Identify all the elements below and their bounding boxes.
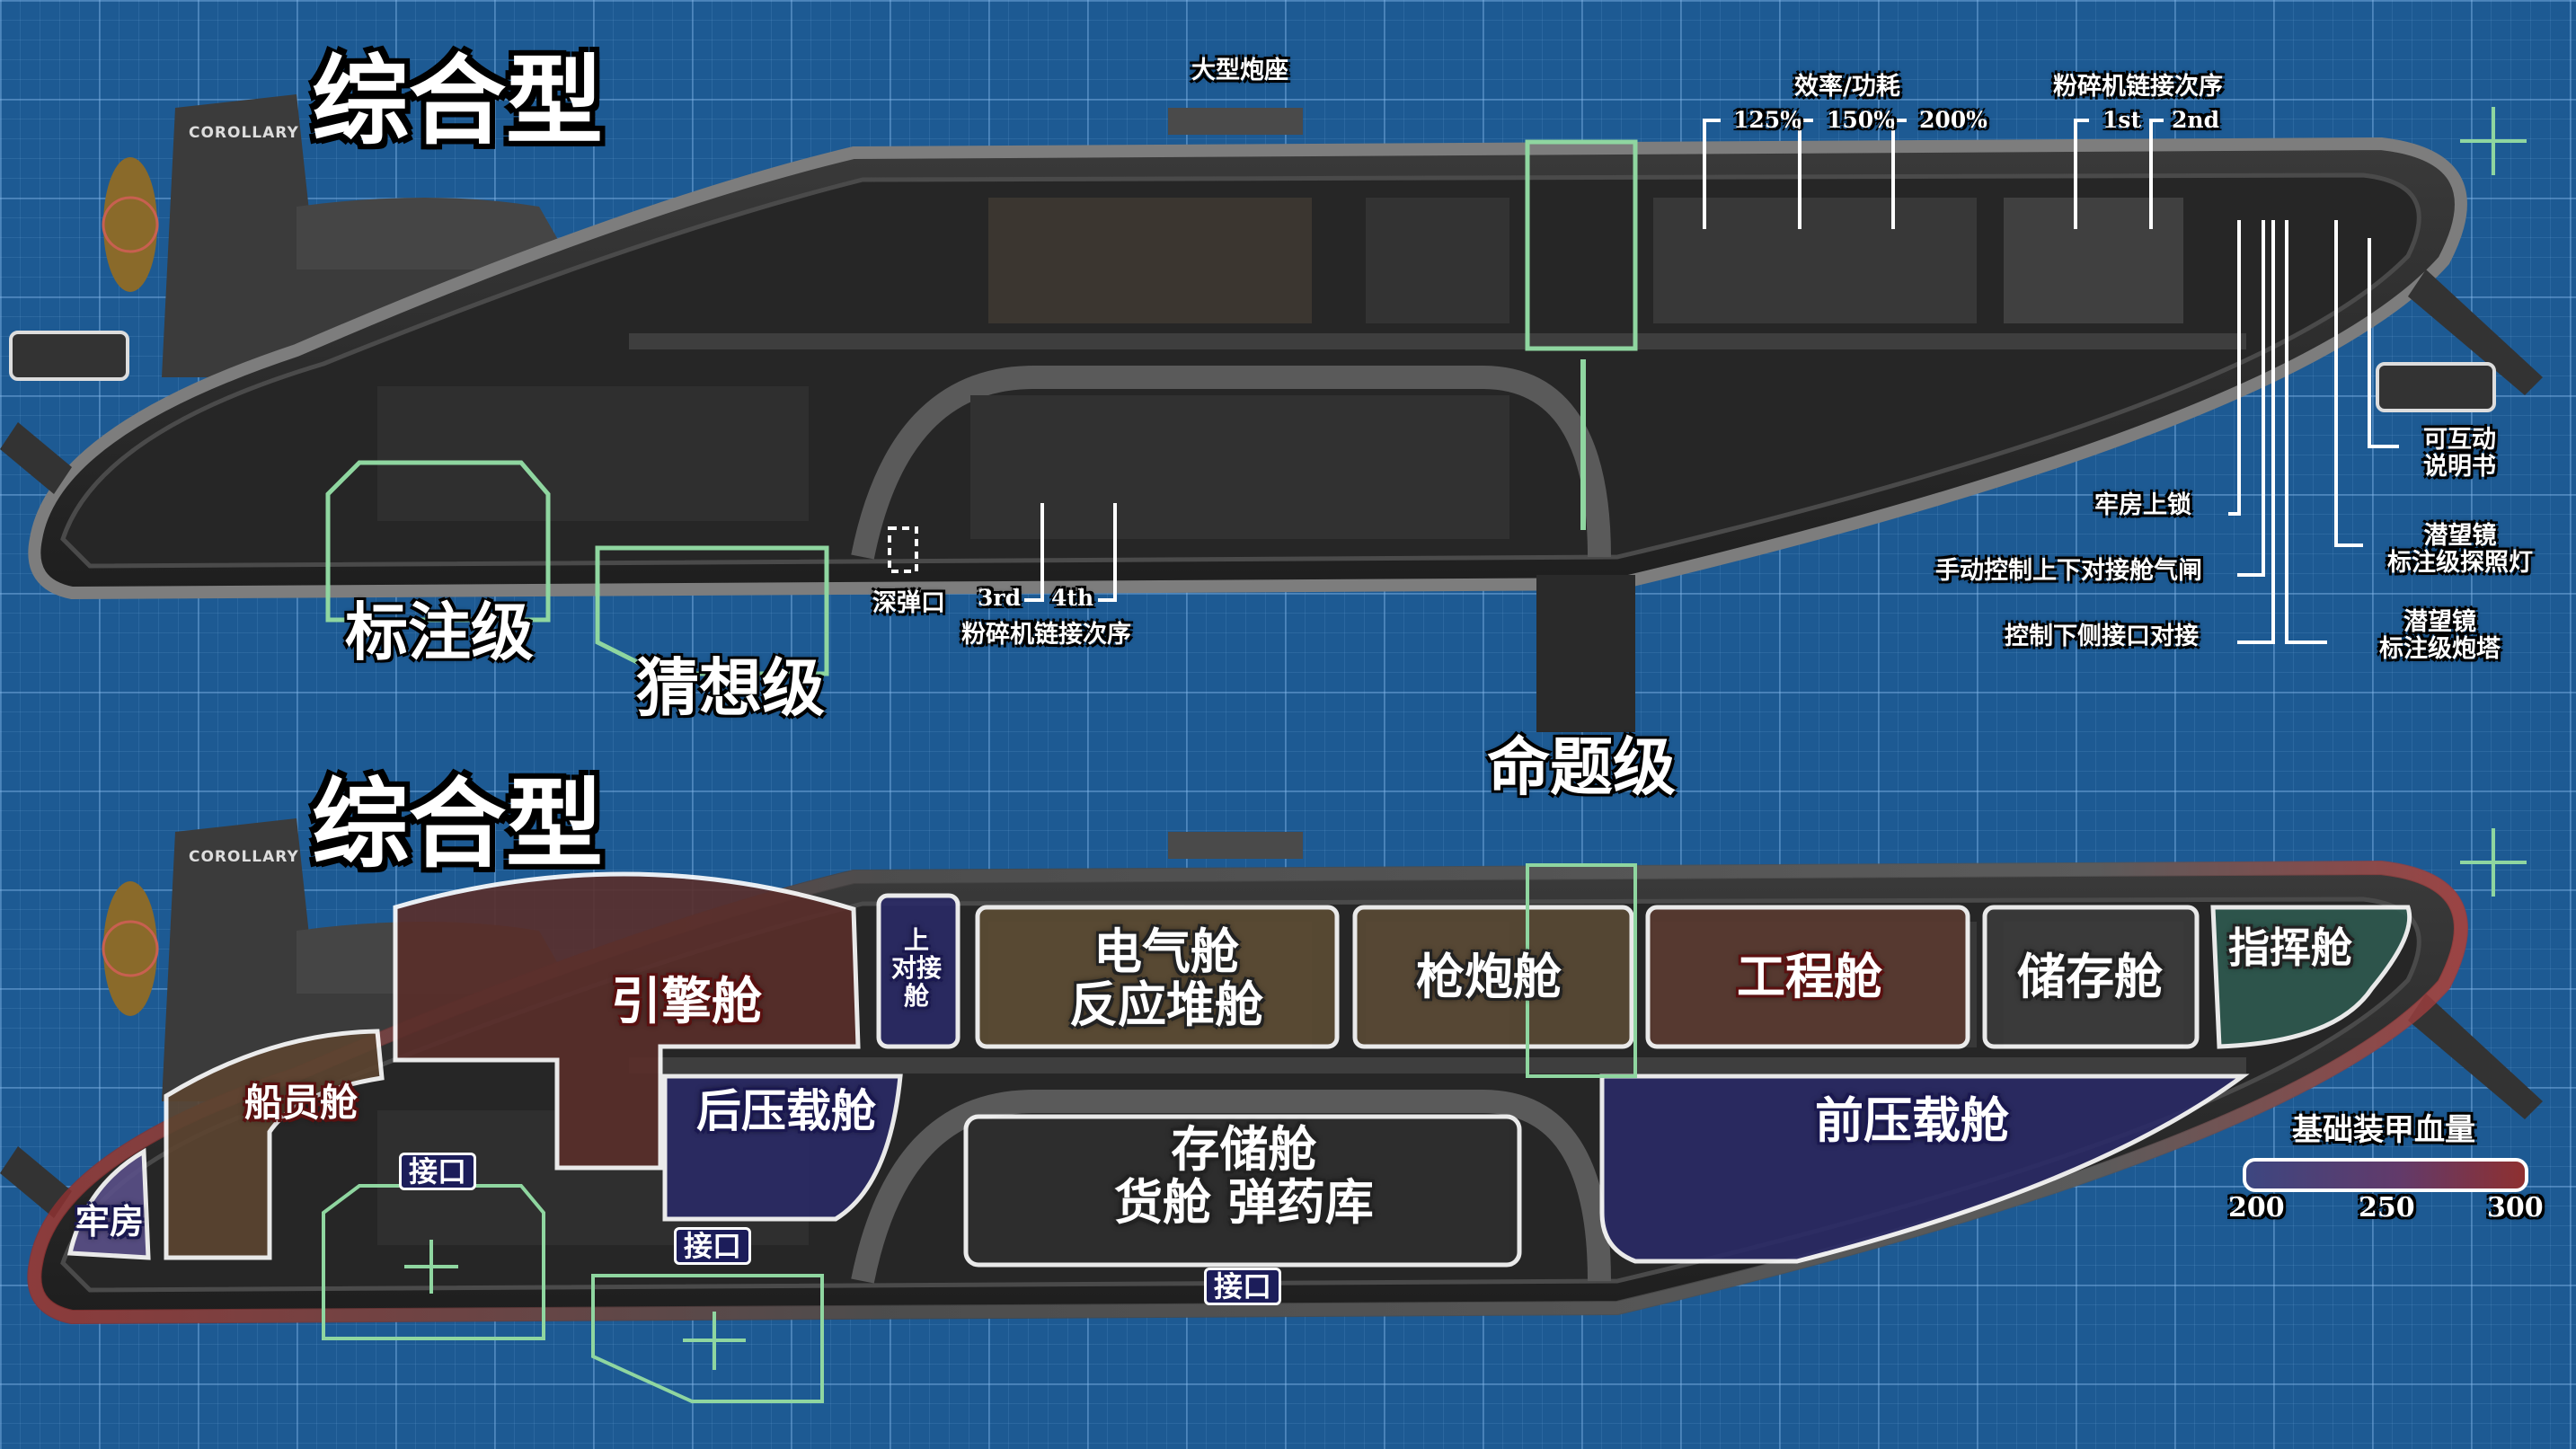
- periscope-light-line1: 潜望镜: [2423, 522, 2497, 550]
- electrical-line1: 电气舱: [1093, 923, 1239, 980]
- port-label-1: 接口: [399, 1153, 477, 1190]
- level-outlines: [325, 139, 1638, 676]
- top-title: 综合型: [312, 46, 604, 158]
- big-gun-label: 大型炮座: [1191, 57, 1288, 84]
- legend-tick-300: 300: [2487, 1192, 2544, 1224]
- efficiency-125: 125%: [1733, 107, 1801, 133]
- manual-panel-box: [2376, 362, 2496, 412]
- bottom-title: 综合型: [312, 769, 604, 881]
- room-cargo: 存储舱货舱 弹药库: [1114, 1123, 1374, 1230]
- upper-dock-line2: 对接: [891, 952, 943, 983]
- sail-label-bottom: COROLLARY: [189, 848, 299, 866]
- manual-line2: 说明书: [2423, 452, 2496, 481]
- room-front-ballast: 前压载舱: [1815, 1092, 2009, 1149]
- efficiency-150: 150%: [1827, 107, 1895, 133]
- annotation-lines: [1024, 119, 2399, 644]
- room-weapons: 枪炮舱: [1416, 949, 1562, 1005]
- legend-tick-200: 200: [2228, 1192, 2285, 1224]
- aft-panel-box: [9, 331, 129, 381]
- room-overlays: [66, 871, 2412, 1268]
- dock-control-label: 控制下侧接口对接: [2005, 623, 2199, 650]
- electrical-line2: 反应堆舱: [1069, 976, 1263, 1034]
- efficiency-200: 200%: [1919, 107, 1987, 133]
- shredder-4th: 4th: [1051, 585, 1094, 611]
- room-crew: 船员舱: [244, 1081, 359, 1125]
- depth-charge-label: 深弹口: [872, 589, 945, 617]
- shredder-1st: 1st: [2102, 107, 2142, 133]
- cargo-line2: 货舱 弹药库: [1114, 1174, 1374, 1232]
- crosshair-icons: [2460, 107, 2527, 897]
- proposition-module: [1536, 575, 1635, 732]
- periscope-light-line2: 标注级探照灯: [2387, 548, 2533, 577]
- shredder-2nd: 2nd: [2172, 107, 2220, 133]
- dock-outlines: [322, 863, 1637, 1403]
- periscope-turret-line1: 潜望镜: [2403, 608, 2476, 636]
- shredder-3rd: 3rd: [978, 585, 1022, 611]
- shredder-order-title-lower: 粉碎机链接次序: [961, 621, 1131, 649]
- efficiency-title: 效率/功耗: [1794, 73, 1900, 101]
- room-engine: 引擎舱: [611, 973, 762, 1031]
- room-command: 指挥舱: [2228, 923, 2352, 972]
- legend-tick-250: 250: [2359, 1192, 2415, 1224]
- room-rear-ballast: 后压载舱: [696, 1085, 876, 1137]
- sail-label-top: COROLLARY: [189, 124, 299, 142]
- room-electrical: 电气舱反应堆舱: [1069, 925, 1263, 1032]
- airlock-control-label: 手动控制上下对接舱气闸: [1935, 557, 2202, 585]
- shredder-order-title: 粉碎机链接次序: [2053, 73, 2223, 101]
- brig-lock-label: 牢房上锁: [2094, 491, 2191, 519]
- room-storage: 储存舱: [2017, 949, 2163, 1005]
- cargo-line1: 存储舱: [1171, 1121, 1317, 1178]
- periscope-turret-line2: 标注级炮塔: [2379, 634, 2501, 663]
- periscope-light-label: 潜望镜标注级探照灯: [2387, 523, 2533, 576]
- port-label-2: 接口: [674, 1227, 752, 1265]
- manual-line1: 可互动: [2423, 426, 2496, 454]
- upper-dock-line1: 上: [904, 925, 930, 955]
- room-brig: 牢房: [75, 1202, 145, 1241]
- room-engineering: 工程舱: [1737, 949, 1882, 1005]
- level-proposition: 命题级: [1487, 730, 1676, 804]
- port-label-3: 接口: [1204, 1268, 1282, 1305]
- armor-legend-title: 基础装甲血量: [2292, 1112, 2475, 1148]
- armor-legend-gradient-bar: [2243, 1158, 2528, 1192]
- level-annotated: 标注级: [345, 596, 534, 669]
- manual-label: 可互动说明书: [2423, 427, 2496, 480]
- level-conjecture: 猜想级: [636, 651, 825, 725]
- upper-dock-line3: 舱: [904, 980, 930, 1011]
- periscope-turret-label: 潜望镜标注级炮塔: [2379, 609, 2501, 662]
- room-upper-dock: 上对接舱: [891, 925, 943, 1011]
